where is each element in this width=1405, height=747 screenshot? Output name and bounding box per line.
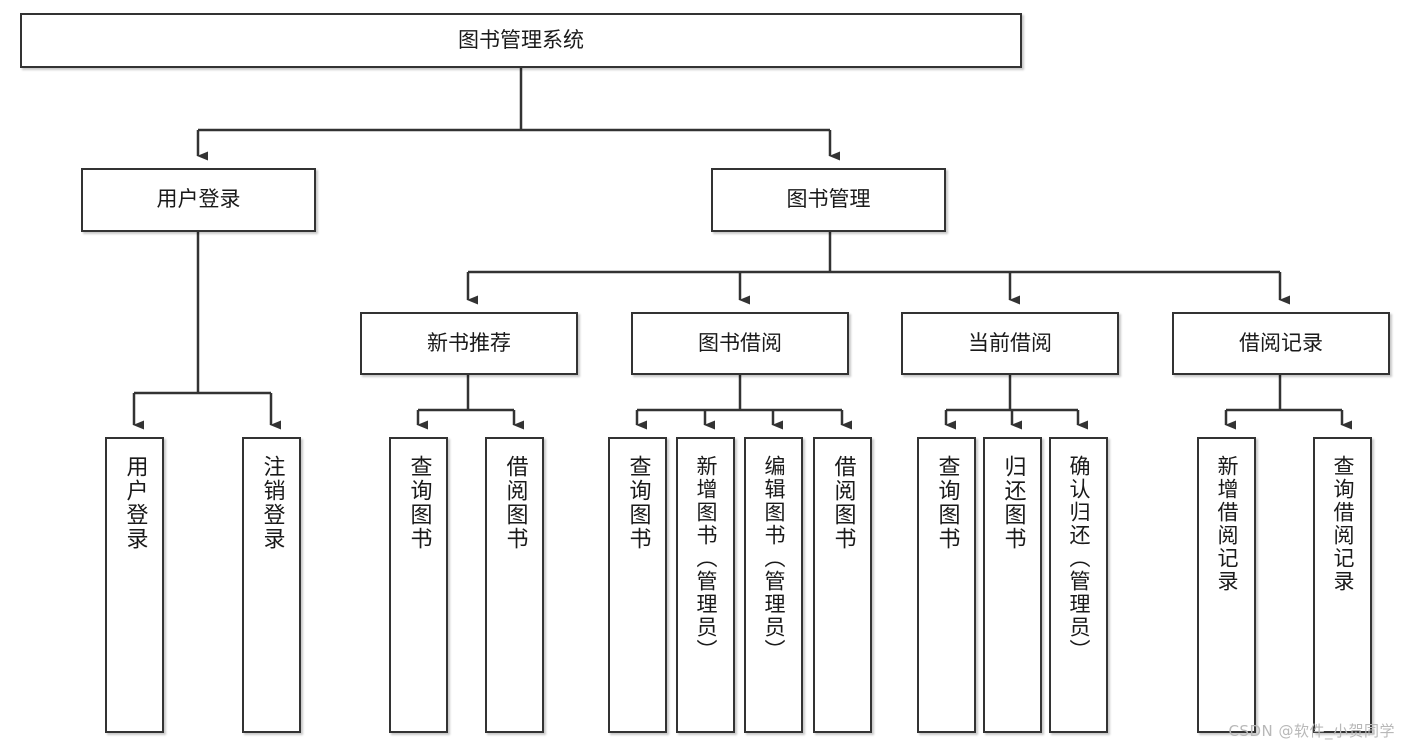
node-book-borrow-label: 图书借阅 bbox=[698, 330, 782, 355]
leaf-current-borrow-return-label: 归还图书 bbox=[1000, 455, 1026, 551]
leaf-user-login-logout[interactable]: 注销登录 bbox=[242, 437, 301, 733]
leaf-new-book-borrow-label: 借阅图书 bbox=[502, 455, 528, 551]
node-user-login[interactable]: 用户登录 bbox=[81, 168, 316, 232]
leaf-book-borrow-edit-label: 编辑图书（管理员） bbox=[762, 455, 786, 662]
leaf-user-login-login-label: 用户登录 bbox=[122, 455, 148, 551]
node-new-book-recommend-label: 新书推荐 bbox=[427, 330, 511, 355]
leaf-current-borrow-query-label: 查询图书 bbox=[934, 455, 960, 551]
leaf-current-borrow-confirm-return-label: 确认归还（管理员） bbox=[1067, 455, 1091, 662]
leaf-book-borrow-query-label: 查询图书 bbox=[625, 455, 651, 551]
node-book-management-label: 图书管理 bbox=[786, 187, 871, 212]
leaf-book-borrow-add[interactable]: 新增图书（管理员） bbox=[676, 437, 735, 733]
leaf-book-borrow-add-label: 新增图书（管理员） bbox=[694, 455, 718, 662]
node-book-management[interactable]: 图书管理 bbox=[711, 168, 946, 232]
leaf-borrow-record-add[interactable]: 新增借阅记录 bbox=[1197, 437, 1256, 733]
node-book-borrow[interactable]: 图书借阅 bbox=[631, 312, 849, 375]
leaf-book-borrow-query[interactable]: 查询图书 bbox=[608, 437, 667, 733]
leaf-current-borrow-return[interactable]: 归还图书 bbox=[983, 437, 1042, 733]
leaf-borrow-record-query[interactable]: 查询借阅记录 bbox=[1313, 437, 1372, 733]
leaf-new-book-borrow[interactable]: 借阅图书 bbox=[485, 437, 544, 733]
node-root-label: 图书管理系统 bbox=[458, 27, 584, 52]
leaf-book-borrow-edit[interactable]: 编辑图书（管理员） bbox=[744, 437, 803, 733]
node-user-login-label: 用户登录 bbox=[156, 187, 241, 212]
node-current-borrow-label: 当前借阅 bbox=[968, 330, 1052, 355]
node-borrow-record-label: 借阅记录 bbox=[1239, 330, 1323, 355]
leaf-current-borrow-confirm-return[interactable]: 确认归还（管理员） bbox=[1049, 437, 1108, 733]
node-borrow-record[interactable]: 借阅记录 bbox=[1172, 312, 1390, 375]
leaf-user-login-login[interactable]: 用户登录 bbox=[105, 437, 164, 733]
node-root[interactable]: 图书管理系统 bbox=[20, 13, 1022, 68]
leaf-borrow-record-query-label: 查询借阅记录 bbox=[1331, 455, 1355, 593]
node-current-borrow[interactable]: 当前借阅 bbox=[901, 312, 1119, 375]
csdn-watermark: CSDN @软件_小贺同学 bbox=[1228, 722, 1395, 740]
leaf-new-book-query-label: 查询图书 bbox=[406, 455, 432, 551]
leaf-current-borrow-query[interactable]: 查询图书 bbox=[917, 437, 976, 733]
leaf-book-borrow-borrow-label: 借阅图书 bbox=[830, 455, 856, 551]
leaf-book-borrow-borrow[interactable]: 借阅图书 bbox=[813, 437, 872, 733]
leaf-new-book-query[interactable]: 查询图书 bbox=[389, 437, 448, 733]
node-new-book-recommend[interactable]: 新书推荐 bbox=[360, 312, 578, 375]
leaf-borrow-record-add-label: 新增借阅记录 bbox=[1215, 455, 1239, 593]
leaf-user-login-logout-label: 注销登录 bbox=[259, 455, 285, 551]
